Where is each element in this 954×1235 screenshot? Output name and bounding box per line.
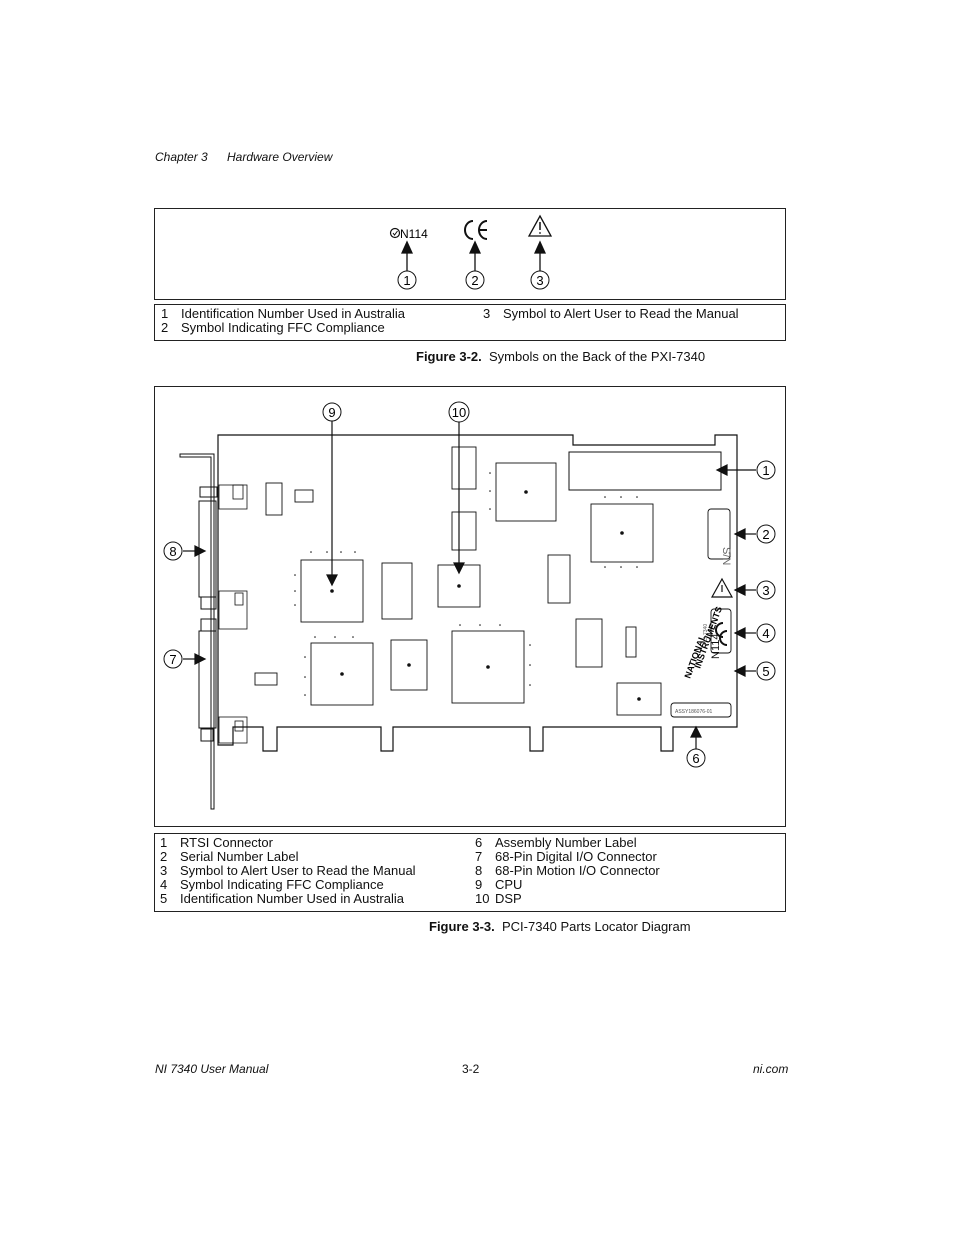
- pcb-outline: [217, 434, 738, 752]
- fig3-callout-10: 10: [452, 405, 466, 420]
- fig3-board-box: S/N N114 NATIONAL INSTRUMENTS PCI-7340 A…: [154, 386, 786, 827]
- fig2-n114-label: N114: [400, 227, 428, 241]
- fig2-callout-3: 3: [536, 273, 543, 288]
- fig2-symbol-box: N114 1 2 3: [154, 208, 786, 300]
- fig2-caption: Figure 3-2. Symbols on the Back of the P…: [416, 349, 706, 364]
- fig3-callout-2: 2: [762, 527, 769, 542]
- rtsi-connector: [568, 451, 722, 491]
- fig2-callout-1: 1: [403, 273, 410, 288]
- board-n114-label: N114: [710, 634, 722, 659]
- fig3-callout-4: 4: [762, 626, 769, 641]
- fig2-symbols-diagram: N114 1 2 3: [389, 214, 553, 290]
- running-header-title: Hardware Overview: [227, 150, 333, 164]
- footer-manual-title: NI 7340 User Manual: [155, 1062, 269, 1076]
- fig3-callout-6: 6: [692, 751, 699, 766]
- footer-website: ni.com: [753, 1062, 789, 1076]
- fig3-callout-8: 8: [169, 544, 176, 559]
- fig3-callout-5: 5: [762, 664, 769, 679]
- fig3-leaders: [183, 421, 756, 749]
- ce-mark-icon: [464, 220, 488, 240]
- warning-triangle-icon: [527, 214, 553, 237]
- running-header-chapter: Chapter 3: [155, 150, 208, 164]
- serial-number-label: S/N: [720, 547, 732, 565]
- fig3-callout-1: 1: [762, 463, 769, 478]
- assembly-number-text: ASSY186076-01: [675, 709, 712, 715]
- board-warning-triangle-icon: [710, 577, 734, 598]
- fig3-callout-9: 9: [328, 405, 335, 420]
- fig3-caption: Figure 3-3. PCI-7340 Parts Locator Diagr…: [429, 919, 691, 934]
- fig2-callout-2: 2: [471, 273, 478, 288]
- fig2-arrows: [400, 240, 547, 271]
- c-tick-icon: [389, 227, 401, 239]
- mounting-bracket: [179, 453, 218, 810]
- pci-board-diagram: S/N N114 NATIONAL INSTRUMENTS PCI-7340 A…: [163, 401, 776, 810]
- footer-page-number: 3-2: [462, 1062, 480, 1076]
- fig3-callout-3: 3: [762, 583, 769, 598]
- model-number-label: PCI-7340: [703, 624, 709, 645]
- fig3-callout-7: 7: [169, 652, 176, 667]
- board-ce-mark-icon: [715, 622, 728, 646]
